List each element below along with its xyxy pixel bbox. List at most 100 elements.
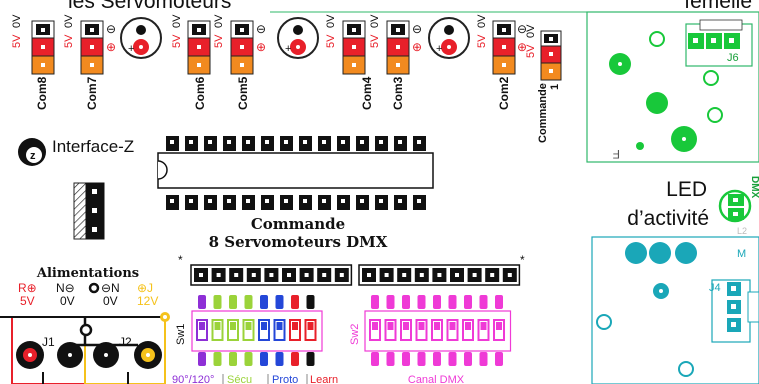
header-pin-hole bbox=[234, 273, 239, 277]
f-label: F bbox=[613, 147, 620, 161]
header-pin-hole bbox=[490, 273, 495, 277]
right-teal-board: M J4 bbox=[591, 236, 759, 384]
servo-header-com4: 5V 0V Com4 bbox=[325, 14, 374, 110]
header-pin-hole bbox=[455, 273, 459, 277]
jumper-pin bbox=[260, 352, 268, 366]
power-symbol-red: R⊕ bbox=[18, 281, 37, 295]
jack-j1-label: J1 bbox=[42, 335, 55, 349]
ic-pin-hole bbox=[360, 140, 364, 144]
ic-pin-hole bbox=[189, 199, 193, 203]
header-pin-hole bbox=[367, 273, 371, 277]
servo-header-com7: 5V 0V Com7 ⊖ ⊕ bbox=[63, 14, 116, 110]
ic-pin-hole bbox=[398, 140, 402, 144]
dip-slider-knob bbox=[245, 322, 252, 330]
jumper-pin bbox=[386, 352, 395, 366]
jumper-pin bbox=[291, 295, 299, 309]
jumper-pin bbox=[198, 295, 206, 309]
ic-pin-hole bbox=[284, 140, 288, 144]
com4-label: Com4 bbox=[360, 76, 374, 110]
jumper-pin bbox=[433, 295, 441, 309]
led-label-line2: d’activité bbox=[627, 207, 709, 230]
svg-text:5V: 5V bbox=[171, 34, 183, 48]
header-pin-hole bbox=[472, 273, 477, 277]
sw1-label: Sw1 bbox=[175, 324, 187, 345]
commande1-number: 1 bbox=[549, 84, 561, 90]
svg-text:+: + bbox=[128, 43, 134, 55]
svg-text:5V: 5V bbox=[325, 34, 337, 48]
dip-slider-knob bbox=[214, 322, 221, 330]
ic-pin-hole bbox=[208, 199, 212, 203]
svg-text:0V: 0V bbox=[369, 14, 381, 28]
chip-title-line2: 8 Servomoteurs DMX bbox=[209, 233, 388, 251]
interface-z-logo: z Interface-Z bbox=[18, 137, 134, 166]
com8-label: Com8 bbox=[35, 76, 49, 110]
ic-pin-hole bbox=[360, 199, 364, 203]
svg-text:⊖: ⊖ bbox=[412, 22, 422, 36]
svg-text:0V: 0V bbox=[11, 14, 23, 28]
com2-label: Com2 bbox=[497, 76, 511, 110]
header-pin-hole bbox=[507, 273, 512, 277]
ic-pin-hole bbox=[322, 199, 326, 203]
servo-header-commande-1: 5V 0V Commande 1 bbox=[525, 24, 562, 143]
jumper-pin bbox=[402, 295, 410, 309]
ic-pin-hole bbox=[417, 199, 421, 203]
jumper-pin bbox=[495, 352, 503, 366]
svg-text:0V: 0V bbox=[325, 14, 337, 28]
power-symbol-black-n2: ⊖N bbox=[101, 281, 120, 295]
header-pin-hole bbox=[402, 273, 407, 277]
dip-switch-sw2 bbox=[364, 295, 512, 366]
dip-slider-knob bbox=[261, 322, 267, 330]
ic-pin-hole bbox=[208, 140, 212, 144]
header-pin-hole bbox=[437, 273, 442, 277]
svg-text:5V: 5V bbox=[213, 34, 225, 48]
servo-header-com5: 5V 0V Com5 ⊖ ⊕ bbox=[213, 14, 266, 110]
jumper-pin bbox=[229, 295, 237, 309]
j4-label: J4 bbox=[709, 282, 721, 294]
ic-pin-hole bbox=[303, 140, 307, 144]
main-ic-chip bbox=[157, 136, 434, 210]
jumper-pin bbox=[291, 352, 299, 366]
svg-text:0V: 0V bbox=[476, 14, 488, 28]
ic-pin-hole bbox=[246, 199, 250, 203]
dip-switch-sw1 bbox=[191, 295, 323, 366]
jumper-pin bbox=[479, 295, 488, 309]
power-symbol-yellow: ⊕J bbox=[137, 281, 153, 295]
dip-slider-knob bbox=[230, 322, 236, 330]
header-left-caption: les Servomoteurs bbox=[68, 0, 231, 13]
right-green-board: J6 F bbox=[270, 11, 759, 163]
svg-text:⊕: ⊕ bbox=[517, 40, 527, 54]
header-pin-hole bbox=[269, 273, 274, 277]
resistor-network bbox=[73, 182, 105, 240]
svg-text:5V: 5V bbox=[369, 34, 381, 48]
ic-pin-hole bbox=[227, 199, 231, 203]
header-pin-hole bbox=[199, 273, 203, 277]
dip-slider-knob bbox=[449, 322, 456, 330]
sw2-label: Sw2 bbox=[349, 324, 361, 345]
jumper-pin bbox=[275, 295, 284, 309]
jumper-pin bbox=[306, 352, 315, 366]
jumper-pin bbox=[464, 352, 472, 366]
svg-text:5V: 5V bbox=[11, 34, 23, 48]
servo-header-com6: 5V 0V Com6 bbox=[171, 14, 211, 110]
ic-pin-hole bbox=[227, 140, 231, 144]
m-label: M bbox=[737, 248, 746, 260]
label-secu: Sécu bbox=[227, 374, 252, 384]
jumper-pin bbox=[448, 352, 457, 366]
ic-pin-hole bbox=[265, 140, 269, 144]
brand-name: Interface-Z bbox=[52, 137, 134, 156]
svg-text:⊕: ⊕ bbox=[256, 40, 266, 54]
ic-pin-hole bbox=[170, 140, 174, 144]
ic-pin-hole bbox=[379, 199, 383, 203]
jack-j2-label: J2 bbox=[119, 335, 132, 349]
commande1-label: Commande bbox=[537, 83, 549, 143]
jumper-pin bbox=[229, 352, 237, 366]
svg-text:0V: 0V bbox=[213, 14, 225, 28]
header-pin-hole bbox=[339, 273, 344, 277]
dip-slider-knob bbox=[199, 322, 205, 330]
capacitor: + bbox=[120, 17, 162, 59]
label-canal-dmx: Canal DMX bbox=[408, 374, 465, 384]
jumper-pin bbox=[495, 295, 503, 309]
led-tag: L2 bbox=[737, 226, 747, 236]
logo-glyph: z bbox=[30, 150, 36, 162]
